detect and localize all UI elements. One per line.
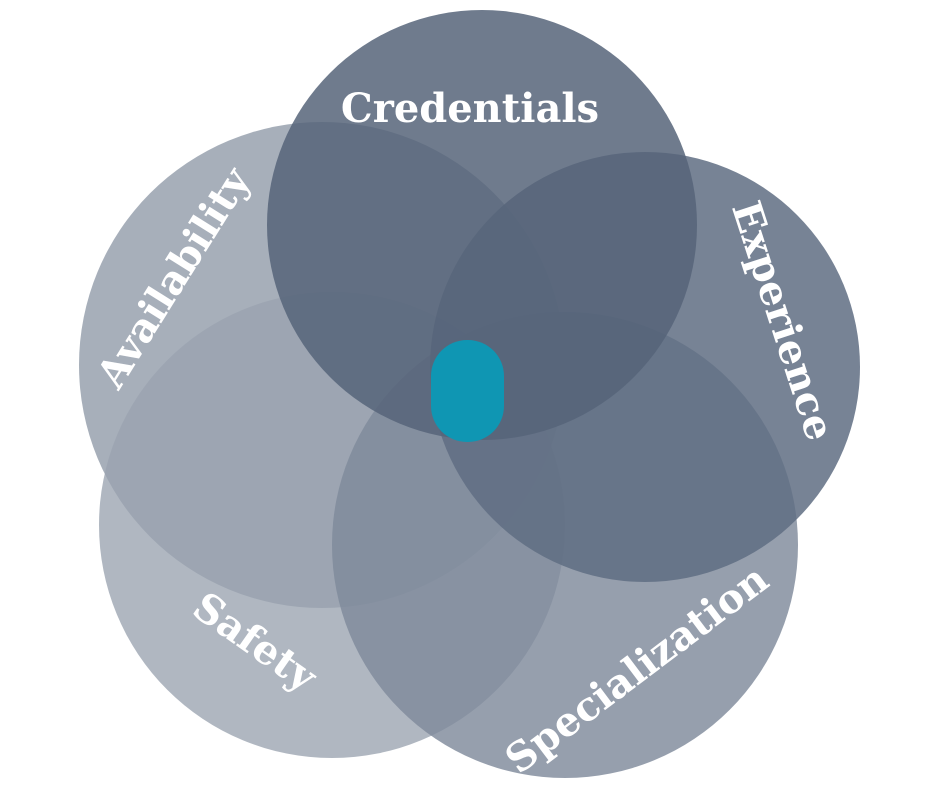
center-shape: [431, 340, 504, 442]
label-credentials: Credentials: [341, 85, 599, 132]
circle-credentials: [267, 10, 697, 440]
